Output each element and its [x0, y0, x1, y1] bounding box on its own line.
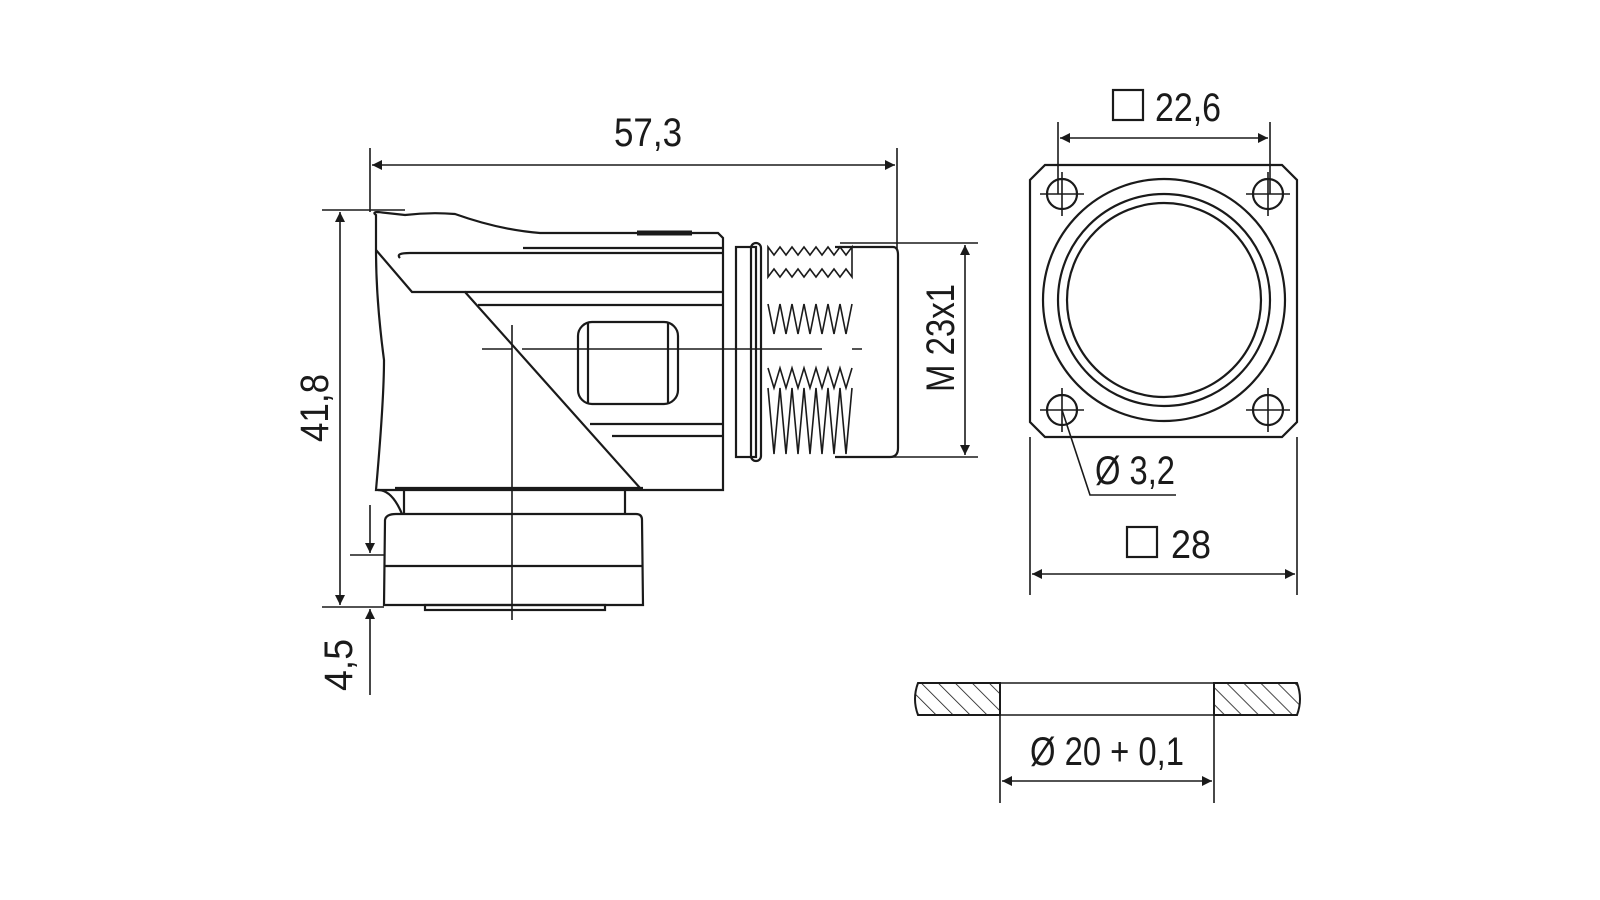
thread	[734, 241, 900, 463]
square-symbol-icon	[1111, 88, 1145, 122]
hole-diameter-label: Ø 3,2	[1095, 449, 1175, 493]
inner-square-dimension-label: 22,6	[1155, 86, 1221, 130]
cutout-diameter-label: Ø 20 + 0,1	[1030, 730, 1184, 774]
front-view: 22,6 28 Ø 3,2	[1028, 86, 1299, 595]
flange-plate	[1028, 163, 1299, 439]
connector-body	[373, 210, 905, 620]
latch-window	[576, 320, 680, 406]
square-symbol-icon	[1125, 525, 1159, 559]
outer-square-dimension-label: 28	[1171, 523, 1211, 567]
base-offset-dimension-label: 4,5	[317, 639, 361, 691]
length-dimension-label: 57,3	[614, 111, 682, 155]
height-dimension-label: 41,8	[293, 374, 337, 442]
thread-dimension-label: M 23x1	[919, 284, 963, 392]
panel-cutout: Ø 20 + 0,1	[914, 682, 1301, 803]
side-view: 57,3 41,8 4,5 M 23x1	[293, 111, 978, 695]
mounting-holes	[1040, 172, 1290, 432]
